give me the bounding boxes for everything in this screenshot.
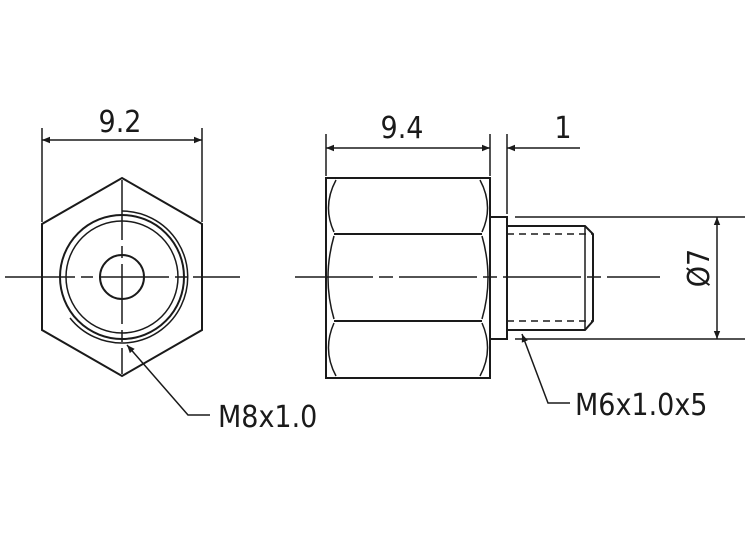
- dimension-9-2: [41, 128, 203, 222]
- front-view: [5, 176, 240, 378]
- dimension-side-length: 9.4: [381, 111, 424, 146]
- dimension-diameter-label: Ø7: [682, 249, 717, 287]
- dimension-9-4: [325, 134, 491, 176]
- hex-body: [325, 177, 491, 379]
- threaded-stem: [507, 225, 594, 331]
- flange: [489, 216, 508, 340]
- dimension-front-width: 9.2: [99, 105, 142, 140]
- dimension-1: [506, 134, 580, 214]
- callout-outer-thread: M6x1.0x5: [575, 388, 707, 423]
- leader-outer-thread: [521, 333, 570, 404]
- callout-inner-thread: M8x1.0: [218, 400, 317, 435]
- thread-arc: [69, 210, 189, 344]
- side-view: [295, 177, 660, 379]
- dimension-flange: 1: [554, 111, 571, 146]
- leader-inner-thread: [126, 344, 210, 416]
- hex-outline: [41, 176, 203, 378]
- dimension-diameter: [515, 216, 745, 340]
